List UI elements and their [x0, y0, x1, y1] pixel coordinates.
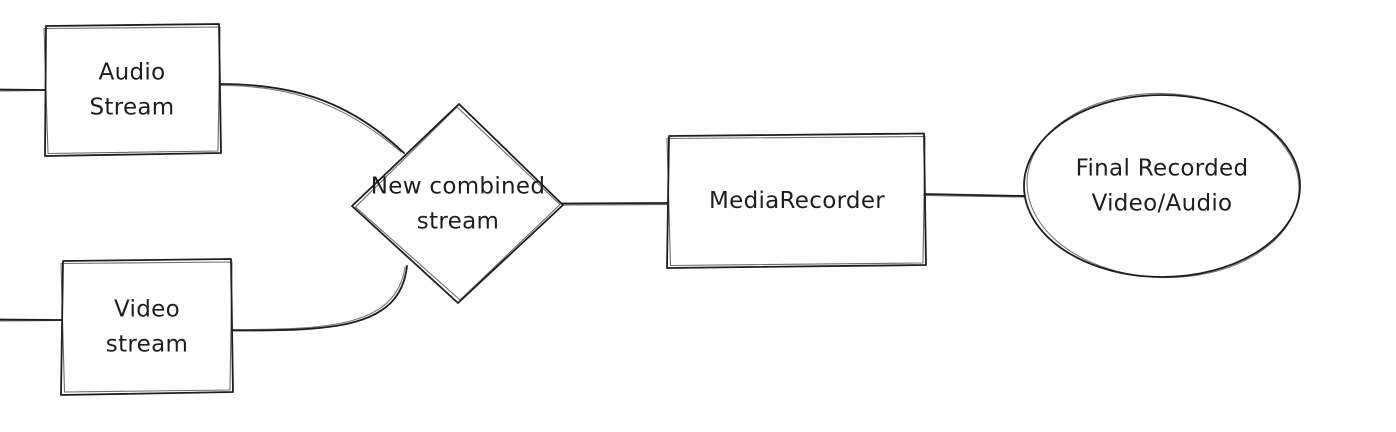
- label-line: Audio: [98, 59, 166, 86]
- node-audio-stream: [43, 23, 222, 157]
- node-media-recorder: [666, 132, 927, 269]
- label-line: stream: [416, 208, 500, 234]
- node-label-video-stream: Video stream: [106, 293, 188, 362]
- edge-combined-to-recorder: [561, 202, 669, 206]
- label-line: Video/Audio: [1091, 190, 1233, 216]
- edge-audio-to-combined: [219, 83, 405, 154]
- edge-left-edge-to-video: [0, 318, 63, 322]
- label-line: Stream: [89, 94, 175, 120]
- label-line: MediaRecorder: [708, 187, 886, 214]
- node-combined-stream: [351, 103, 564, 304]
- label-line: Video: [114, 296, 180, 323]
- edge-left-edge-to-audio: [0, 88, 46, 92]
- node-video-stream: [60, 258, 234, 396]
- label-line: Final Recorded: [1075, 155, 1249, 182]
- edge-recorder-to-final: [923, 193, 1026, 198]
- label-line: stream: [105, 331, 189, 357]
- node-label-audio-stream: Audio Stream: [89, 56, 174, 125]
- label-line: New combined: [370, 173, 546, 200]
- edge-video-to-combined: [231, 265, 408, 332]
- node-label-final-output: Final Recorded Video/Audio: [1076, 152, 1249, 221]
- node-label-combined-stream: New combined stream: [371, 170, 546, 239]
- node-label-media-recorder: MediaRecorder: [709, 184, 885, 219]
- node-final-output: [1023, 92, 1301, 279]
